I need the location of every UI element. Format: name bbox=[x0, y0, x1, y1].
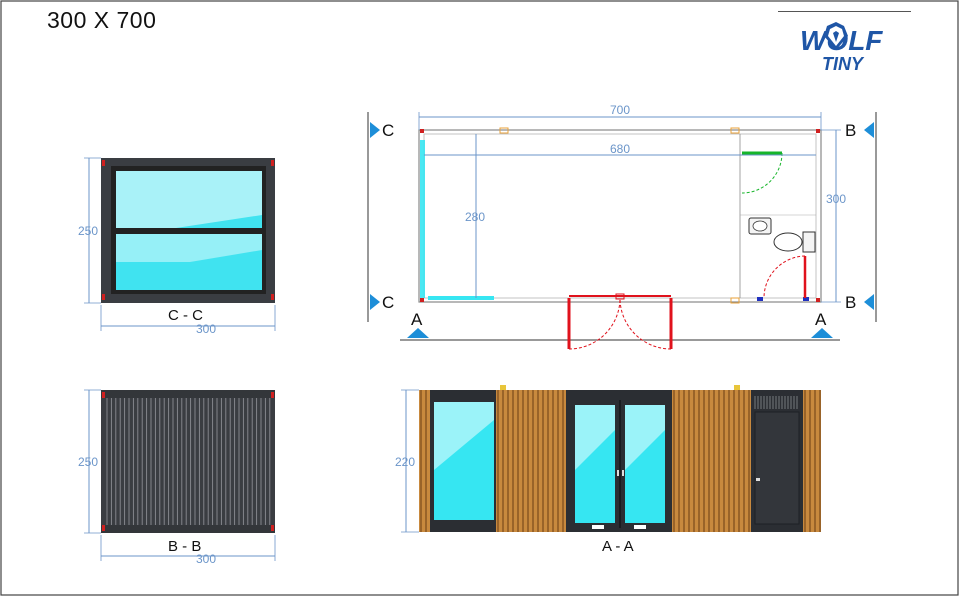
cc-width-dim: 300 bbox=[196, 322, 216, 336]
plan-length-dim: 700 bbox=[610, 103, 630, 117]
section-marker-a-right bbox=[811, 328, 833, 338]
aa-section-label: A - A bbox=[602, 538, 634, 555]
section-marker-c-top bbox=[370, 122, 380, 138]
section-aa: 220 A - A bbox=[395, 385, 821, 555]
marker-c-top-label: C bbox=[382, 121, 394, 140]
section-bb: 250 B - B 300 bbox=[78, 389, 276, 566]
entrance-door-right-swing bbox=[619, 297, 672, 350]
sink-icon bbox=[748, 217, 772, 235]
wolf-head-icon bbox=[824, 22, 848, 50]
bb-cladding-slats bbox=[106, 398, 271, 525]
section-marker-b-top bbox=[864, 122, 874, 138]
aa-vent-grille bbox=[754, 396, 798, 409]
aa-wood-slats bbox=[420, 390, 821, 532]
cc-glass-lower bbox=[116, 234, 262, 290]
cc-glass-reflection bbox=[116, 171, 262, 228]
logo-text-tiny: TINY bbox=[822, 54, 865, 74]
toilet-icon bbox=[773, 231, 816, 253]
wc-door-swing bbox=[763, 255, 806, 299]
bb-width-dim: 300 bbox=[196, 552, 216, 566]
plan-side-window bbox=[420, 140, 425, 298]
marker-a-left-label: A bbox=[411, 310, 423, 329]
plan-front-window bbox=[428, 296, 494, 300]
section-marker-c-bottom bbox=[370, 294, 380, 310]
section-cc: 250 C - C 300 bbox=[78, 157, 276, 336]
plan-inner-width-dim: 280 bbox=[465, 210, 485, 224]
bb-section-label: B - B bbox=[168, 538, 201, 555]
marker-b-top-label: B bbox=[845, 121, 856, 140]
floor-plan: C C B B A A bbox=[367, 103, 877, 350]
logo-rule bbox=[778, 11, 911, 12]
marker-c-bottom-label: C bbox=[382, 293, 394, 312]
bb-wall-panel bbox=[101, 390, 275, 533]
plan-width-dim: 300 bbox=[826, 192, 846, 206]
aa-height-dim: 220 bbox=[395, 455, 415, 469]
entrance-door-left-swing bbox=[568, 297, 621, 350]
marker-a-right-label: A bbox=[815, 310, 827, 329]
wolf-tiny-logo: WOLF TINY bbox=[800, 22, 883, 74]
page-title: 300 X 700 bbox=[47, 7, 157, 33]
cc-height-dim: 250 bbox=[78, 224, 98, 238]
bathroom-door-swing bbox=[741, 152, 783, 194]
cc-glass-reflection-lower bbox=[116, 234, 262, 262]
aa-wc-door-handle bbox=[756, 478, 760, 481]
bb-height-dim: 250 bbox=[78, 455, 98, 469]
aa-door-handle-left bbox=[592, 525, 604, 529]
section-marker-a-left bbox=[407, 328, 429, 338]
marker-b-bottom-label: B bbox=[845, 293, 856, 312]
aa-door-handle-right bbox=[634, 525, 646, 529]
section-marker-b-bottom bbox=[864, 294, 874, 310]
plan-inner-length-dim: 680 bbox=[610, 142, 630, 156]
cc-section-label: C - C bbox=[168, 307, 203, 324]
